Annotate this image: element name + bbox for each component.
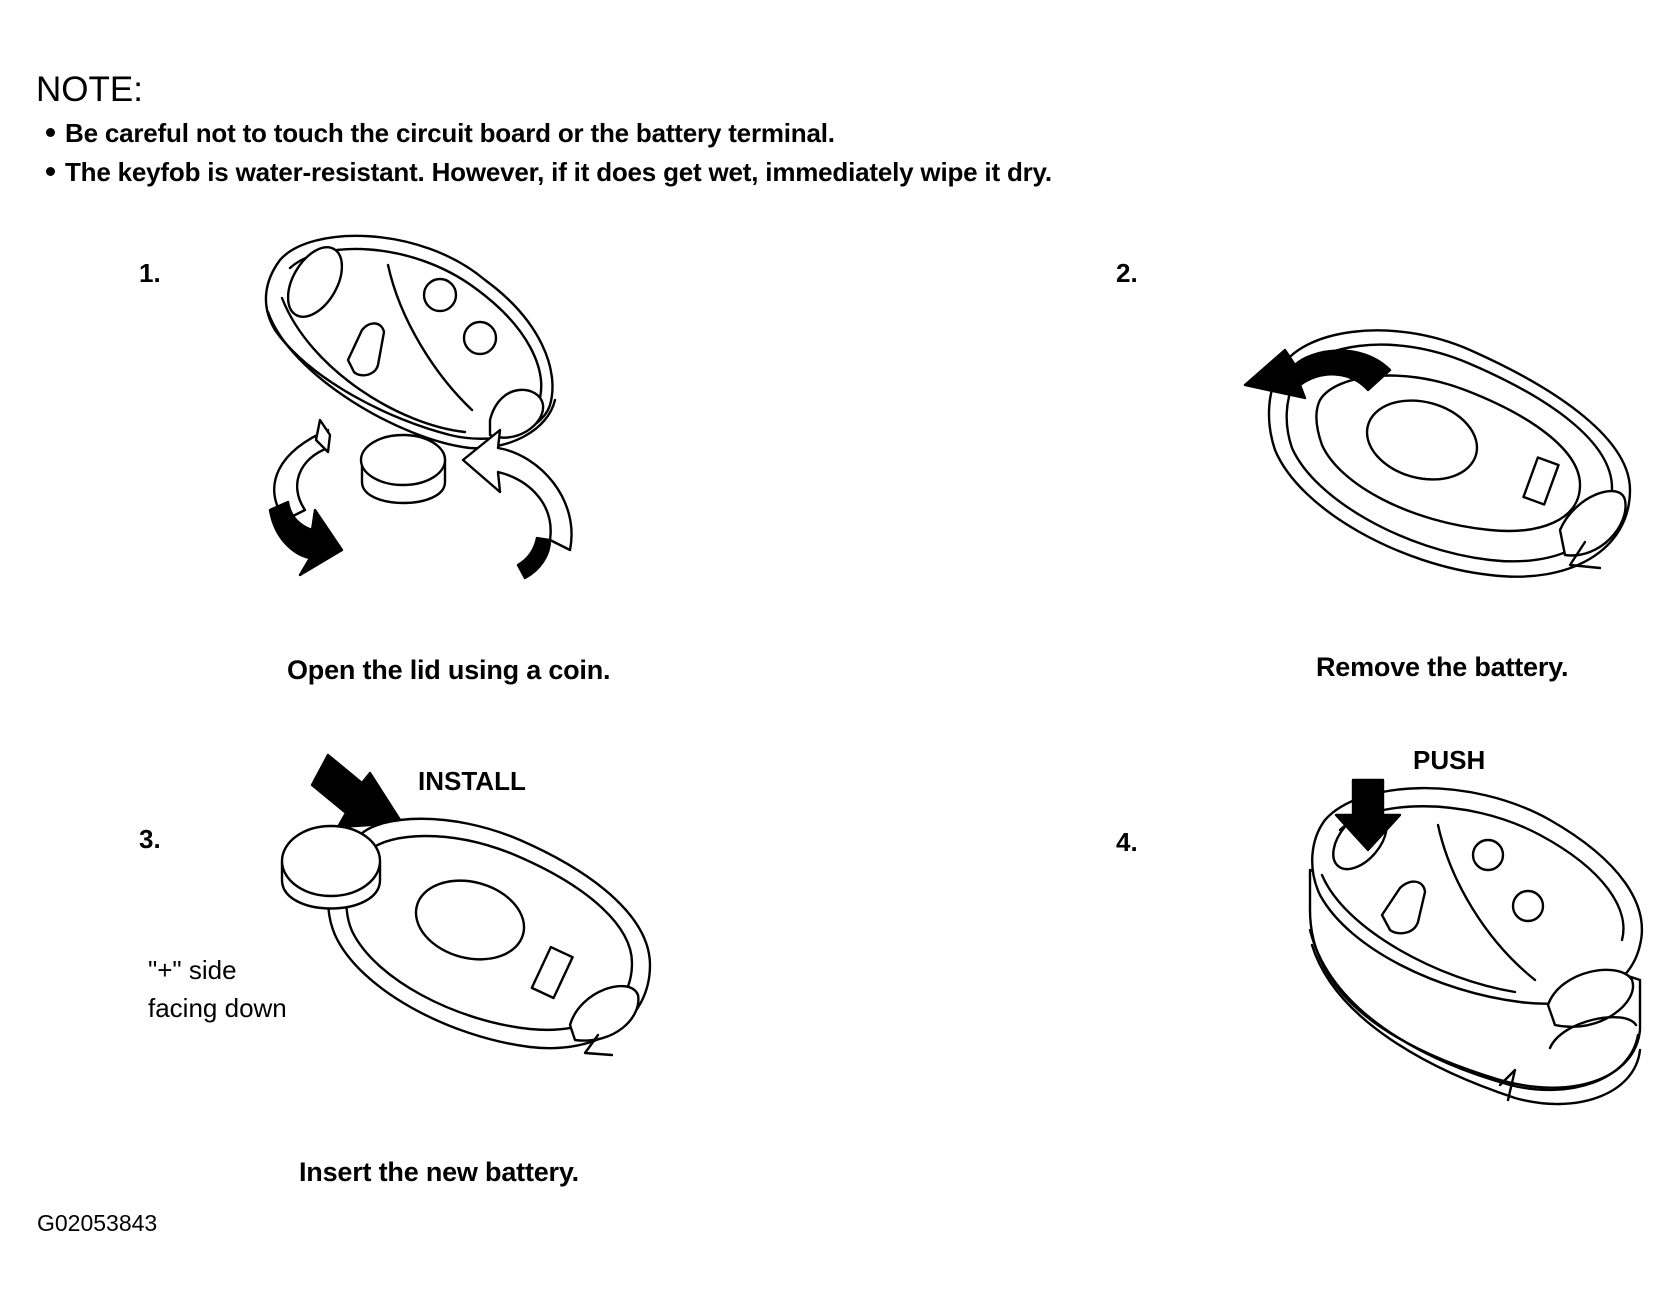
plus-side-label: "+" side [148, 955, 237, 985]
note-title: NOTE: [36, 70, 143, 109]
figure-remove-battery [1243, 329, 1632, 578]
note-item: The keyfob is water-resistant. However, … [46, 157, 1052, 188]
keyfob-top-cover [264, 234, 557, 450]
push-label: PUSH [1413, 745, 1486, 775]
bullet-icon [46, 166, 55, 176]
step-2-caption: Remove the battery. [1316, 652, 1569, 682]
keyfob-base [1267, 329, 1632, 578]
coin [359, 433, 447, 505]
step-4-number: 4. [1116, 827, 1138, 857]
rotate-arrow-left-icon [268, 418, 344, 577]
install-label: INSTALL [418, 766, 526, 796]
note-item-text: The keyfob is water-resistant. However, … [65, 157, 1052, 187]
note-item-text: Be careful not to touch the circuit boar… [65, 118, 835, 148]
step-3-caption: Insert the new battery. [299, 1157, 579, 1187]
figure-id: G02053843 [37, 1210, 158, 1236]
coin [280, 824, 382, 910]
facing-down-label: facing down [148, 993, 287, 1023]
rotate-arrow-right-icon [461, 428, 573, 580]
figure-insert-battery [280, 753, 652, 1057]
step-1-number: 1. [139, 258, 161, 288]
remove-arrow-icon [1243, 348, 1392, 400]
step-2-number: 2. [1116, 258, 1138, 288]
step-1-caption: Open the lid using a coin. [287, 655, 611, 685]
figure-push-close [1308, 778, 1644, 1106]
bullet-icon [46, 127, 55, 137]
keyfob-base [327, 817, 652, 1057]
install-arrow-icon [310, 753, 404, 829]
step-3-number: 3. [139, 824, 161, 854]
push-arrow-icon [1334, 778, 1402, 852]
figure-open-lid [264, 234, 573, 580]
note-item: Be careful not to touch the circuit boar… [46, 118, 835, 149]
